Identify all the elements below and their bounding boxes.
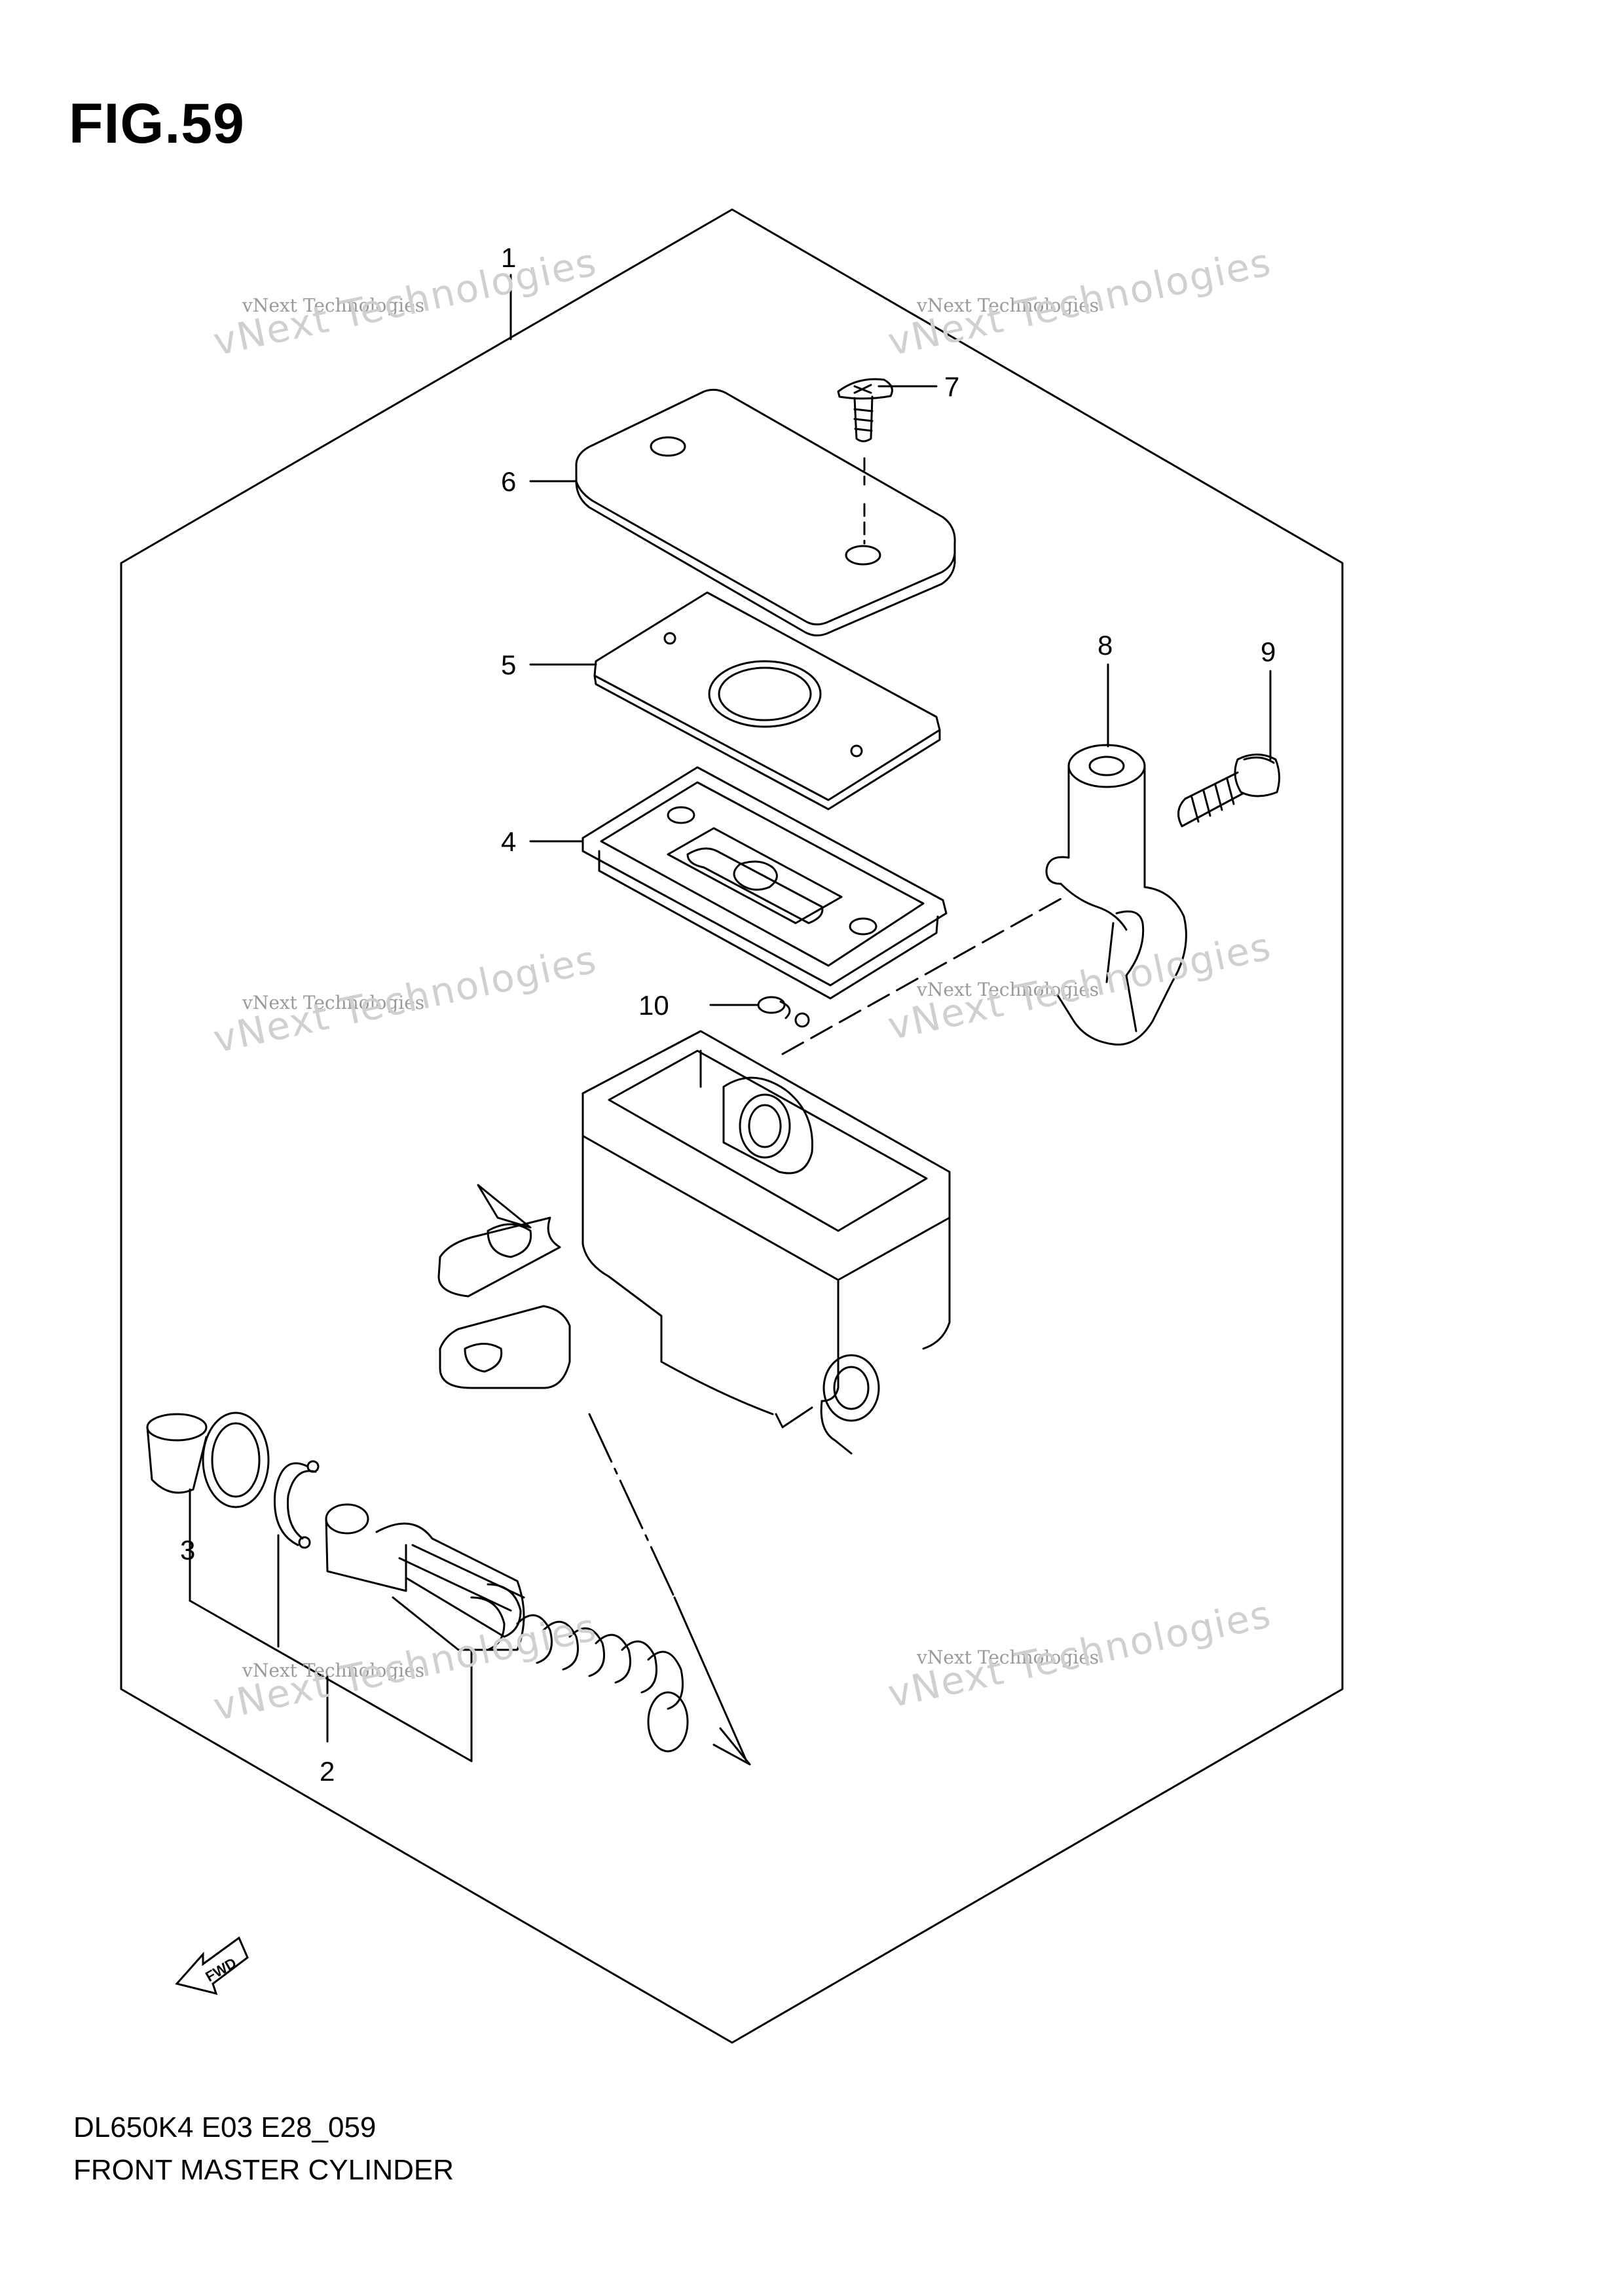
part-clamp-holder bbox=[1045, 744, 1187, 1046]
callout-1: 1 bbox=[501, 242, 516, 273]
watermark-text: vNext Technologies bbox=[242, 295, 425, 316]
watermark-text: vNext Technologies bbox=[242, 992, 425, 1013]
callout-2: 2 bbox=[320, 1756, 335, 1787]
watermark-text: vNext Technologies bbox=[917, 295, 1099, 316]
figure-title: FIG.59 bbox=[69, 92, 245, 155]
part-dust-boot bbox=[146, 1412, 270, 1508]
callout-9: 9 bbox=[1261, 636, 1276, 667]
callout-6: 6 bbox=[501, 466, 516, 497]
model-code: DL650K4 E03 E28_059 bbox=[73, 2111, 377, 2143]
callout-8: 8 bbox=[1098, 630, 1113, 661]
part-master-cylinder-body bbox=[437, 1030, 951, 1455]
part-clip bbox=[757, 996, 810, 1028]
part-diaphragm-plate bbox=[593, 591, 941, 811]
part-reservoir-cap bbox=[575, 388, 956, 637]
callout-7: 7 bbox=[944, 371, 959, 402]
watermark-text: vNext Technologies bbox=[242, 1660, 425, 1681]
fwd-arrow-icon: FWD bbox=[175, 1936, 249, 1995]
part-diaphragm bbox=[581, 766, 948, 1000]
assembly-boundary bbox=[120, 208, 1344, 2044]
part-piston-spring bbox=[325, 1503, 689, 1753]
watermark-text: vNext Technologies bbox=[917, 1647, 1099, 1668]
callout-4: 4 bbox=[501, 826, 516, 857]
callout-3: 3 bbox=[180, 1535, 195, 1565]
part-cap-screw bbox=[837, 378, 893, 545]
figure-name: FRONT MASTER CYLINDER bbox=[73, 2154, 454, 2186]
part-circlip bbox=[273, 1460, 320, 1549]
fwd-label: FWD bbox=[202, 1954, 239, 1985]
callout-10: 10 bbox=[638, 990, 669, 1021]
callout-labels: 1 2 3 4 5 6 7 8 9 10 bbox=[180, 242, 1276, 1787]
part-clamp-bolt bbox=[1177, 754, 1280, 828]
callout-5: 5 bbox=[501, 649, 516, 680]
watermark-text: vNext Technologies bbox=[917, 979, 1099, 1000]
